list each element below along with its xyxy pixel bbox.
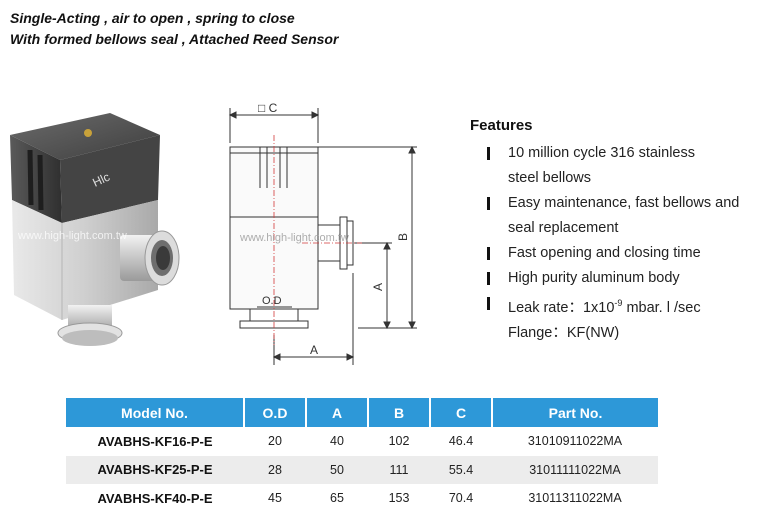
cell-b: 102 — [388, 434, 410, 449]
valve-dimension-diagram: □ C B A O.D A www.high-light.com.tw — [228, 101, 417, 365]
table-header-row: Model No. O.D A B C Part No. — [66, 398, 658, 427]
leak-rate-exponent: -9 — [614, 298, 623, 308]
table-row: AVABHS-KF25-P-E 28 50 111 55.4 310111110… — [66, 455, 658, 484]
valve-product-photo: Hlc www.high-light.com.tw — [10, 113, 180, 346]
cell-model: AVABHS-KF16-P-E — [97, 433, 213, 449]
dimension-label-c: □ C — [258, 101, 278, 115]
bullet-bar-icon — [487, 272, 490, 285]
column-header-model: Model No. — [66, 398, 245, 427]
page-header: Single-Acting , air to open , spring to … — [10, 8, 338, 50]
cell-od: 45 — [268, 491, 282, 506]
column-header-part: Part No. — [492, 398, 658, 427]
leak-rate-unit: mbar. l /sec — [622, 300, 701, 316]
cell-c: 70.4 — [448, 491, 474, 506]
feature-line: Easy maintenance, fast bellows and — [508, 195, 740, 211]
header-line-2: With formed bellows seal , Attached Reed… — [10, 31, 339, 47]
cell-part: 31011111022MA — [492, 455, 658, 484]
dimension-label-a-horizontal: A — [310, 343, 318, 357]
column-header-c: C — [430, 398, 493, 427]
cell-c: 46.4 — [448, 434, 474, 449]
cell-part: 31010911022MA — [527, 434, 623, 449]
dimension-label-a-vertical: A — [371, 283, 385, 291]
cell-a: 50 — [306, 455, 368, 484]
cell-model: AVABHS-KF25-P-E — [66, 455, 244, 484]
feature-item: High purity aluminum body — [470, 266, 770, 291]
bullet-bar-icon — [487, 197, 490, 210]
feature-line: steel bellows — [508, 170, 592, 186]
header-line-1: Single-Acting , air to open , spring to … — [10, 10, 295, 26]
diagram-watermark: www.high-light.com.tw — [239, 232, 349, 244]
feature-line: High purity aluminum body — [508, 270, 680, 286]
column-header-a: A — [306, 398, 369, 427]
cell-a: 40 — [330, 434, 344, 449]
photo-watermark: www.high-light.com.tw — [17, 230, 127, 242]
leak-rate-text: Leak rate：1x10 — [508, 300, 615, 316]
dimension-label-od: O.D — [262, 295, 282, 307]
bullet-bar-icon — [487, 247, 490, 260]
feature-line-leak-rate: Leak rate：1x10-9 mbar. l /sec — [508, 291, 770, 321]
bullet-bar-icon — [487, 147, 490, 160]
table-row: AVABHS-KF40-P-E 45 65 153 70.4 310113110… — [66, 484, 658, 513]
features-title: Features — [470, 117, 533, 134]
dimension-label-b: B — [396, 233, 410, 241]
feature-line: Fast opening and closing time — [508, 245, 701, 261]
feature-line: 10 million cycle 316 stainless — [508, 145, 695, 161]
column-header-od: O.D — [244, 398, 307, 427]
cell-a: 65 — [330, 491, 344, 506]
bullet-bar-icon — [487, 297, 490, 310]
feature-line: seal replacement — [508, 220, 619, 236]
cell-od: 28 — [244, 455, 306, 484]
features-section: Features 10 million cycle 316 stainless … — [470, 117, 770, 346]
photo-brand-label: Hlc — [90, 170, 112, 190]
feature-item: Leak rate：1x10-9 mbar. l /sec Flange：KF(… — [470, 291, 770, 346]
spec-table: Model No. O.D A B C Part No. AVABHS-KF16… — [66, 398, 658, 513]
cell-b: 111 — [368, 455, 430, 484]
cell-b: 153 — [388, 491, 410, 506]
cell-model: AVABHS-KF40-P-E — [97, 490, 213, 506]
cell-od: 20 — [268, 434, 282, 449]
cell-c: 55.4 — [430, 455, 492, 484]
feature-item: Fast opening and closing time — [470, 241, 770, 266]
feature-item: Easy maintenance, fast bellows and seal … — [470, 191, 770, 241]
feature-item: 10 million cycle 316 stainless steel bel… — [470, 141, 770, 191]
feature-line: Flange：KF(NW) — [508, 325, 620, 341]
column-header-b: B — [368, 398, 431, 427]
cell-part: 31011311022MA — [528, 491, 622, 506]
table-row: AVABHS-KF16-P-E 20 40 102 46.4 310109110… — [66, 427, 658, 456]
